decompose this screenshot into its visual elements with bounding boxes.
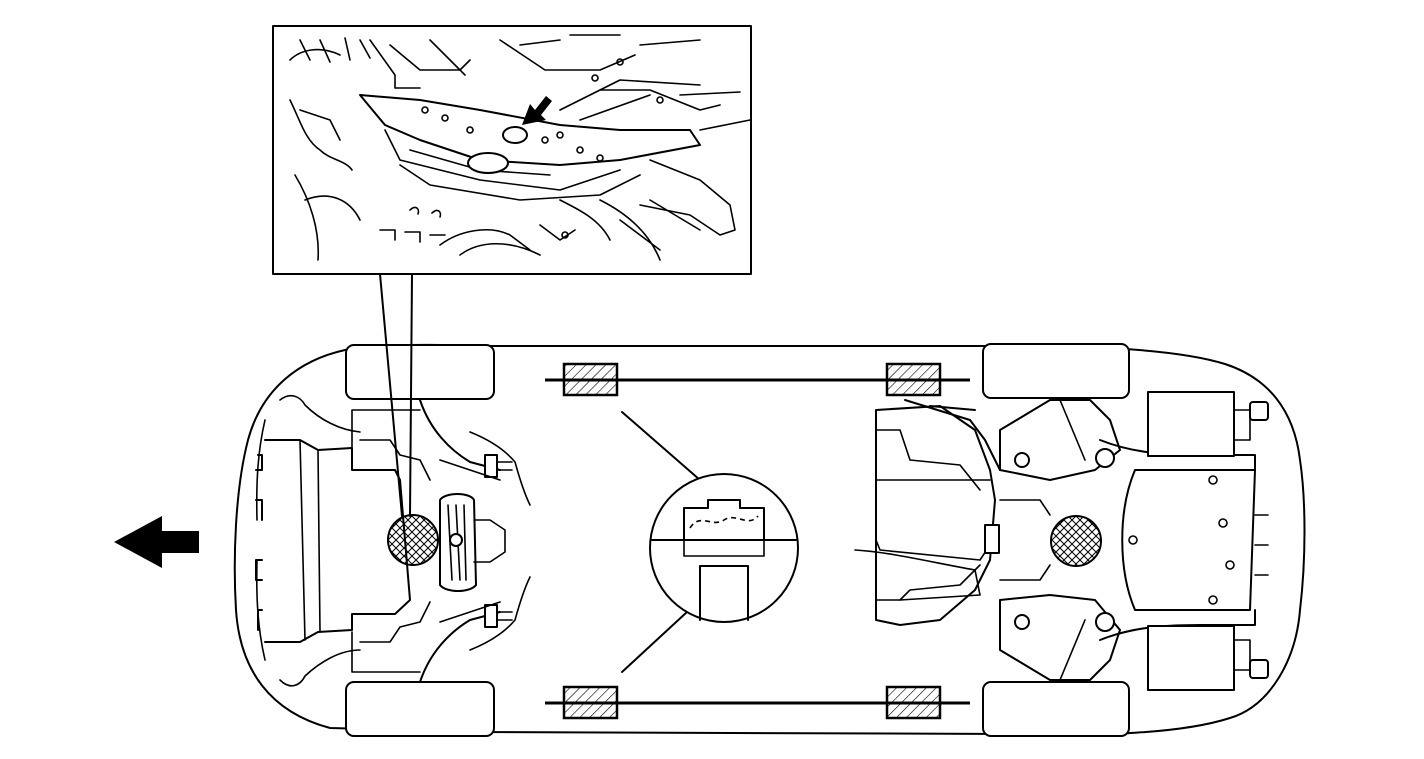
support-pad-rear-left [885,362,942,397]
arrow-left-icon [114,516,199,568]
pad-detail-callout [621,411,799,673]
front-bumper-structure [255,394,421,687]
front-right-wheel [345,681,495,737]
arrow-down-left-icon [522,96,552,125]
inset-leader-lines [379,273,413,517]
rear-left-wheel [982,343,1130,399]
oil-pan [439,493,506,592]
rear-right-wheel [982,681,1130,737]
detail-inset-view [272,25,752,275]
support-pad-front-left [562,362,619,397]
support-pad-rear-right [885,685,942,720]
front-left-wheel [345,344,495,400]
front-jack-point [387,514,439,566]
support-pad-front-right [562,685,619,720]
rear-jack-point [1050,515,1102,567]
front-suspension [359,399,531,683]
rear-underbody [854,391,1269,691]
